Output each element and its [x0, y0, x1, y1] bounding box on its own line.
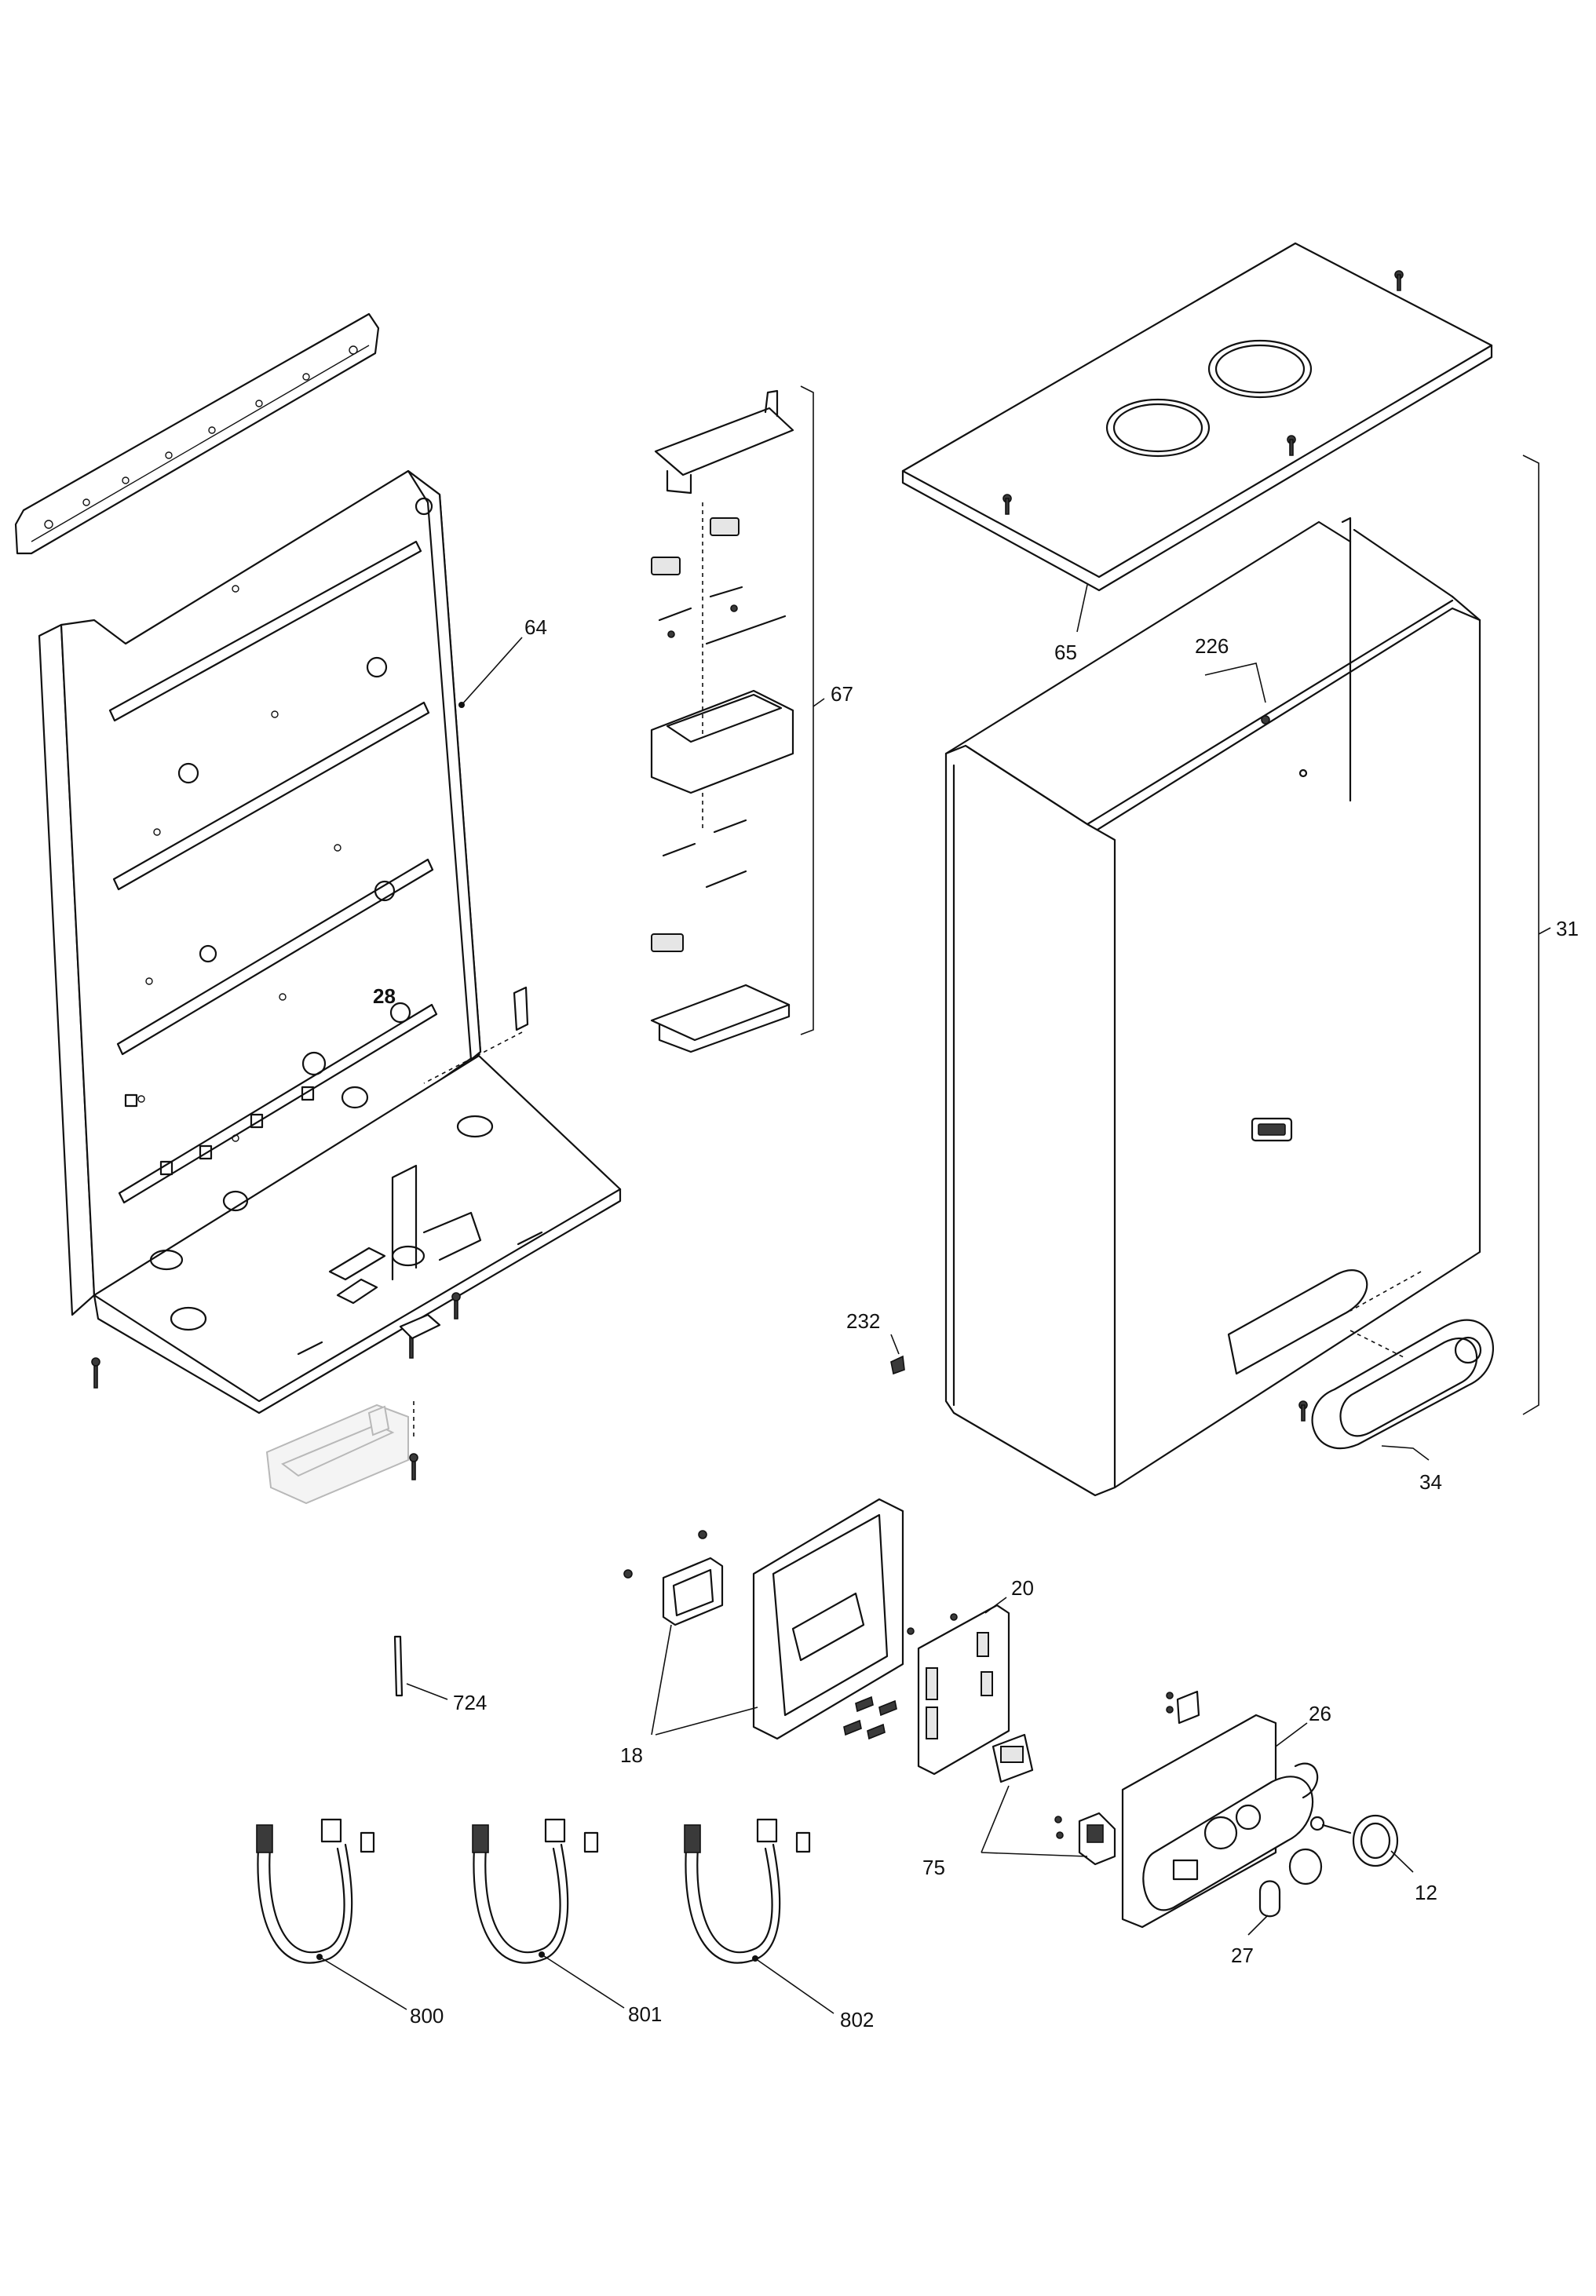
callout-65: 65	[1054, 641, 1077, 664]
printed-circuit-board	[917, 1604, 1010, 1776]
back-frame: 28	[38, 469, 482, 1316]
callout-75: 75	[922, 1856, 945, 1879]
callout-801: 801	[628, 2002, 662, 2026]
leader-dot-801	[539, 1951, 545, 1958]
leader-12	[1390, 1850, 1414, 1873]
leader-18b	[655, 1706, 758, 1736]
leader-67	[813, 698, 825, 707]
leader-26	[1275, 1722, 1308, 1747]
front-control-panel	[1121, 1690, 1319, 1929]
callout-724: 724	[453, 1691, 487, 1714]
callout-26: 26	[1309, 1702, 1331, 1725]
leader-dot-64	[458, 702, 465, 708]
control-box-rear-housing	[623, 1498, 915, 1740]
frame-screws	[91, 986, 529, 1480]
terminal-connector-stack	[650, 389, 794, 1053]
leader-724	[406, 1683, 448, 1700]
outer-casing	[944, 517, 1481, 1497]
leader-226	[1204, 663, 1266, 703]
callout-232: 232	[846, 1309, 880, 1333]
leader-802	[754, 1958, 835, 2014]
wiring-harness-802	[684, 1818, 811, 1964]
control-knobs	[1258, 1814, 1399, 1918]
wiring-harness-801	[472, 1818, 599, 1964]
leader-64	[461, 637, 523, 706]
bracket-31	[1522, 454, 1539, 1415]
leader-31	[1538, 927, 1551, 935]
leader-34	[1381, 1445, 1430, 1461]
frame-stamp-number: 28	[373, 984, 396, 1008]
clip-232	[890, 1355, 905, 1375]
callout-34: 34	[1419, 1470, 1442, 1494]
callout-27: 27	[1231, 1944, 1254, 1967]
bracket-67	[800, 385, 814, 1035]
callout-18: 18	[620, 1743, 643, 1767]
leader-65	[1076, 584, 1088, 633]
callout-800: 800	[410, 2004, 444, 2028]
wiring-harness-800	[256, 1818, 375, 1964]
leader-232	[890, 1334, 900, 1355]
callout-12: 12	[1415, 1881, 1437, 1904]
frame-base-tray	[93, 1054, 622, 1414]
callout-802: 802	[840, 2008, 874, 2031]
callout-67: 67	[831, 682, 853, 706]
leader-27	[1247, 1915, 1269, 1936]
callout-64: 64	[524, 615, 547, 639]
mounting-template-ghost	[265, 1404, 409, 1505]
leader-800	[319, 1956, 407, 2010]
casing-top-panel	[901, 242, 1493, 592]
leader-75a	[981, 1785, 1010, 1853]
sensor-pin-724	[393, 1635, 404, 1697]
callout-226: 226	[1195, 634, 1229, 658]
leader-20	[984, 1597, 1007, 1614]
bottom-gasket	[1298, 1319, 1495, 1450]
relay-and-bracket-75	[992, 1733, 1116, 1866]
callout-20: 20	[1011, 1576, 1034, 1600]
wall-bracket-rail	[14, 312, 380, 555]
leader-801	[541, 1954, 625, 2009]
leader-dot-802	[752, 1955, 758, 1962]
callout-31: 31	[1556, 917, 1579, 940]
leader-75b	[981, 1852, 1088, 1857]
leader-dot-800	[316, 1954, 323, 1960]
leader-18a	[651, 1624, 672, 1736]
